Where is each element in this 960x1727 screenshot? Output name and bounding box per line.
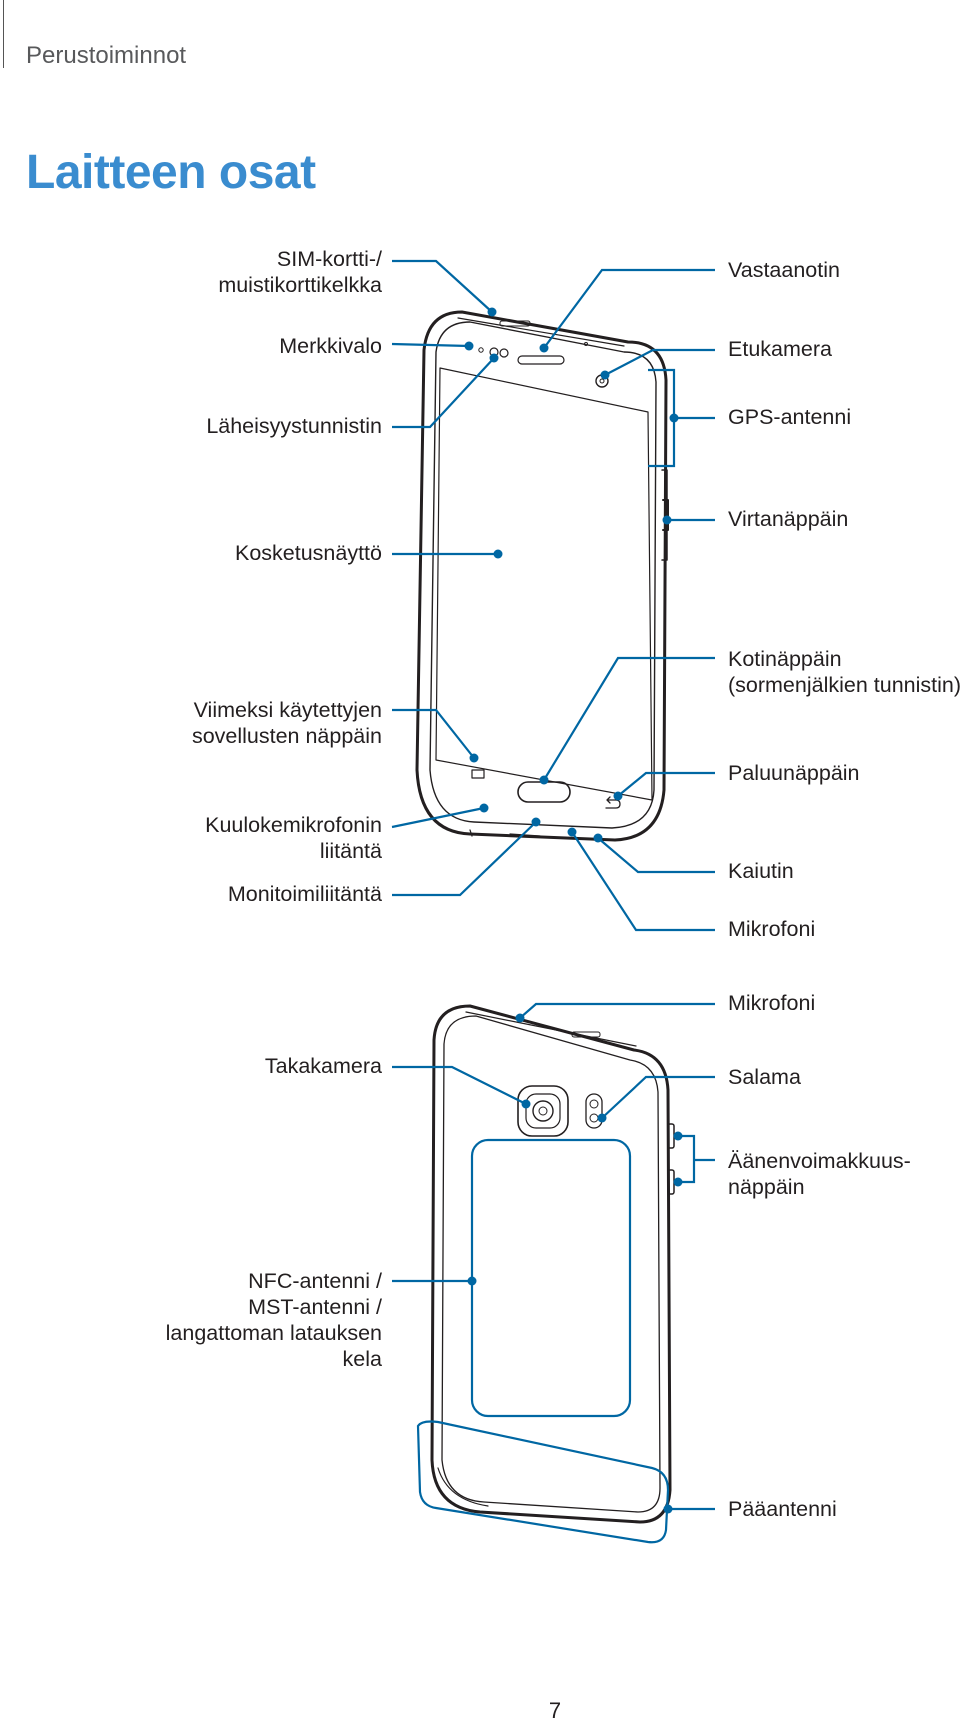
page-title: Laitteen osat [26, 146, 316, 199]
label-volume-key: Äänenvoimakkuus- näppäin [728, 1149, 911, 1199]
label-headset-jack: Kuulokemikrofonin liitäntä [205, 813, 382, 863]
label-sim-tray: SIM-kortti-/ muistikorttikelkka [218, 247, 382, 297]
front-callout-lines [391, 259, 715, 932]
label-speaker: Kaiutin [728, 859, 794, 883]
label-multipurpose-jack: Monitoimiliitäntä [227, 882, 382, 906]
label-power-key: Virtanäppäin [728, 507, 849, 531]
back-callout-dots [467, 1013, 683, 1514]
label-indicator-light: Merkkivalo [279, 334, 382, 358]
label-earpiece: Vastaanotin [728, 258, 840, 282]
label-proximity-sensor: Läheisyystunnistin [206, 414, 382, 438]
label-recents-key: Viimeksi käytettyjen sovellusten näppäin [191, 698, 382, 748]
section-header: Perustoiminnot [26, 42, 187, 69]
label-front-camera: Etukamera [728, 337, 832, 361]
page-number: 7 [548, 1698, 562, 1723]
label-nfc-antenna: NFC-antenni / MST-antenni / langattoman … [165, 1269, 382, 1371]
label-touchscreen: Kosketusnäyttö [234, 541, 382, 565]
margin-rule [3, 0, 4, 68]
front-callout-dots [464, 307, 679, 843]
label-rear-camera: Takakamera [264, 1054, 382, 1078]
label-gps-antenna: GPS-antenni [728, 405, 852, 429]
label-flash: Salama [728, 1065, 801, 1089]
label-back-key: Paluunäppäin [728, 761, 860, 785]
front-phone-illustration [415, 310, 669, 842]
label-microphone-front: Mikrofoni [728, 917, 816, 941]
label-home-key: Kotinäppäin (sormenjälkien tunnistin) [728, 647, 960, 697]
label-main-antenna: Pääantenni [728, 1497, 837, 1521]
label-microphone-back: Mikrofoni [728, 991, 816, 1015]
